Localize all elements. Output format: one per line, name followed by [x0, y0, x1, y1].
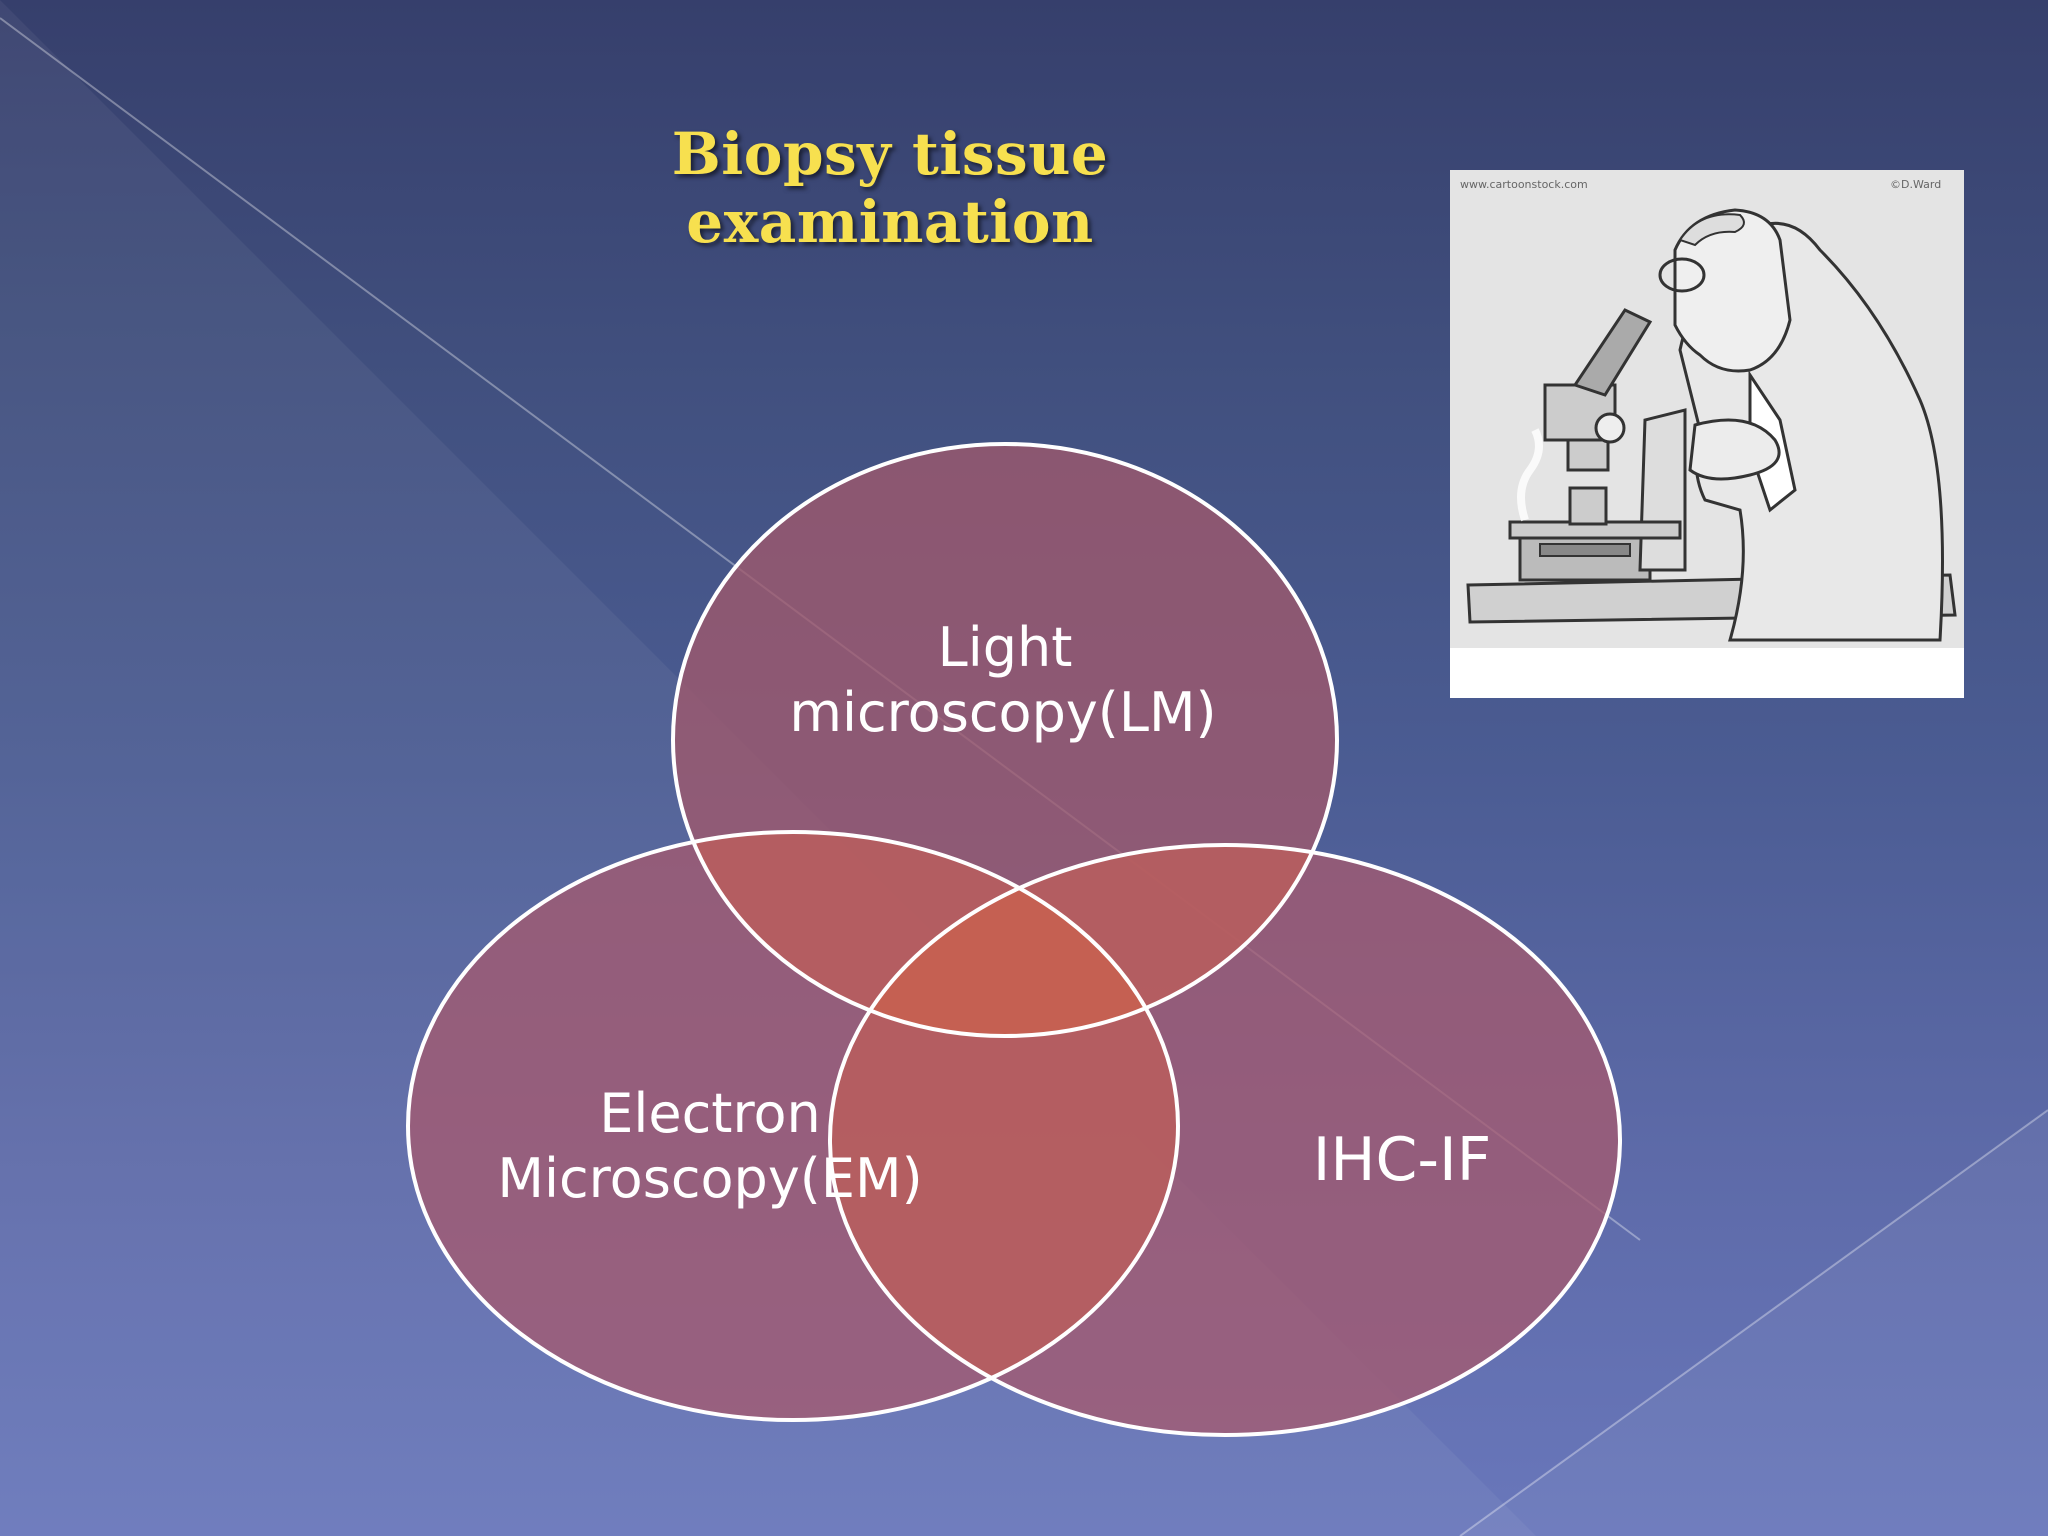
venn-circle-ihc-if [830, 845, 1620, 1435]
cartoon-watermark-left: www.cartoonstock.com [1460, 178, 1588, 191]
venn-labels: Light microscopy(LM) Electron Microscopy… [497, 616, 1491, 1210]
background-diagonal-line-right [1459, 1109, 2048, 1536]
venn-outline-electron-microscopy [406, 830, 1180, 1422]
slide-title: Biopsy tissue examination [671, 120, 1109, 256]
venn-circles [408, 444, 1620, 1435]
venn-outline-ihc-if [828, 843, 1622, 1437]
microscope-cartoon-image: www.cartoonstock.com ©D.Ward [1450, 170, 1964, 698]
background-corner-wedge [1460, 1110, 2048, 1536]
venn-outline-light-microscopy [671, 442, 1339, 1038]
venn-label-lm-line1: Light [938, 616, 1073, 679]
venn-label-ihc-if: IHC-IF [1313, 1125, 1492, 1195]
venn-outlines [406, 442, 1622, 1437]
venn-overlap-highlights [673, 832, 1337, 1420]
venn-label-em-line1: Electron [599, 1082, 820, 1145]
microscope-scientist-icon: www.cartoonstock.com ©D.Ward [1450, 170, 1964, 698]
venn-label-em-line2: Microscopy(EM) [497, 1147, 922, 1210]
venn-overlap-lm-ihc [830, 845, 1337, 1036]
cartoon-watermark-right: ©D.Ward [1890, 178, 1941, 191]
venn-label-lm-line2: microscopy(LM) [789, 681, 1216, 744]
venn-overlap-lm-em [673, 832, 1178, 1036]
venn-overlap-em-ihc [830, 845, 1178, 1420]
